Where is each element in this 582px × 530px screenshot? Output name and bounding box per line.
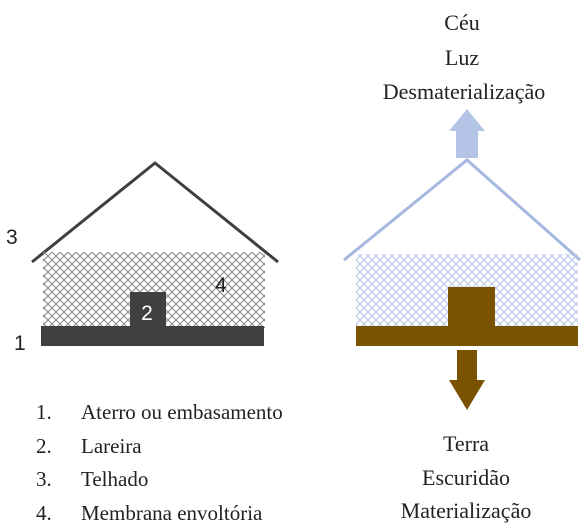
earth-line-3: Materialização <box>401 498 532 523</box>
legend-text: Membrana envoltória <box>81 501 262 526</box>
legend-text: Aterro ou embasamento <box>81 400 283 425</box>
left-house: 1 2 3 4 <box>6 163 278 355</box>
legend-item: 2. Lareira <box>36 430 283 464</box>
earth-caption: Terra Escuridão Materialização <box>401 431 532 523</box>
marker-4: 4 <box>215 274 227 297</box>
right-house <box>344 109 580 410</box>
hearth-block <box>448 287 495 327</box>
marker-1: 1 <box>14 332 26 355</box>
legend-list: 1. Aterro ou embasamento 2. Lareira 3. T… <box>36 396 283 530</box>
roof-line <box>344 160 580 260</box>
legend-number: 3. <box>36 467 81 492</box>
marker-2: 2 <box>141 302 153 325</box>
earth-line-2: Escuridão <box>422 465 510 490</box>
down-arrow <box>449 350 485 410</box>
legend-text: Telhado <box>81 467 148 492</box>
foundation-base <box>356 326 578 346</box>
legend-item: 4. Membrana envoltória <box>36 497 283 530</box>
foundation-base <box>41 326 264 346</box>
legend-text: Lareira <box>81 434 142 459</box>
sky-line-3: Desmaterialização <box>383 79 545 104</box>
up-arrow <box>449 109 485 158</box>
legend-item: 1. Aterro ou embasamento <box>36 396 283 430</box>
sky-line-2: Luz <box>445 45 479 70</box>
legend-number: 4. <box>36 501 81 526</box>
sky-caption: Céu Luz Desmaterialização <box>383 10 545 104</box>
legend-item: 3. Telhado <box>36 463 283 497</box>
legend-number: 1. <box>36 400 81 425</box>
roof-line <box>32 163 278 262</box>
legend-number: 2. <box>36 434 81 459</box>
marker-3: 3 <box>6 226 18 249</box>
sky-line-1: Céu <box>444 10 479 35</box>
earth-line-1: Terra <box>443 431 489 456</box>
